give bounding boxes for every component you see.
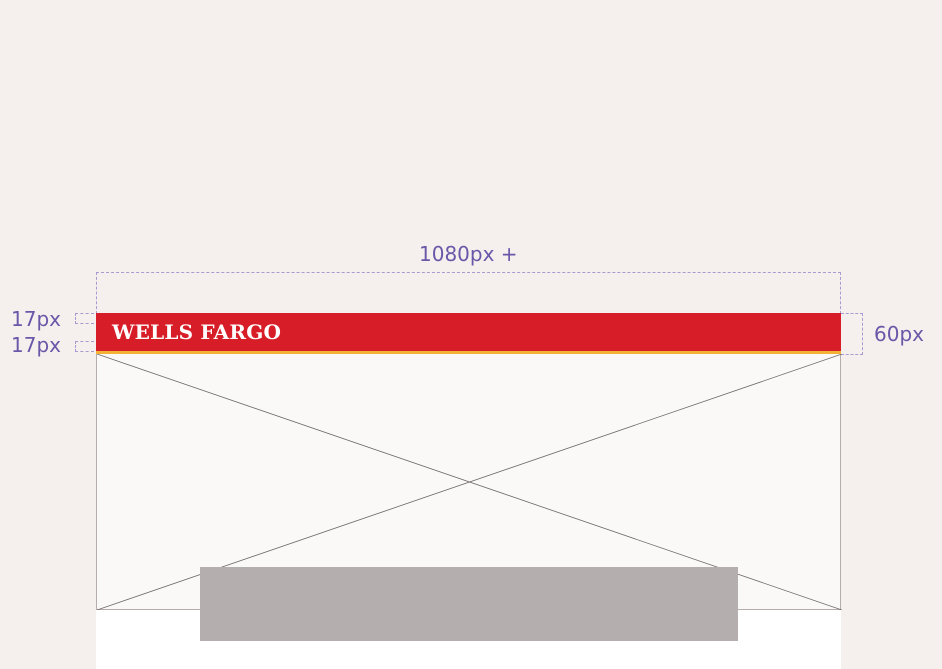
height-dimension-label: 60px [874,322,924,346]
header-accent-stripe [96,351,841,354]
width-dimension-label: 1080px + [419,242,518,266]
height-guide [841,313,863,355]
padding-top-dimension-label: 17px [11,307,61,331]
padding-bottom-dimension-label: 17px [11,333,61,357]
width-guide [96,272,841,314]
padding-bottom-guide [75,341,110,352]
content-card-placeholder [200,567,738,641]
brand-logo: WELLS FARGO [112,320,282,344]
padding-top-guide [75,313,110,324]
header-bar [96,313,841,351]
